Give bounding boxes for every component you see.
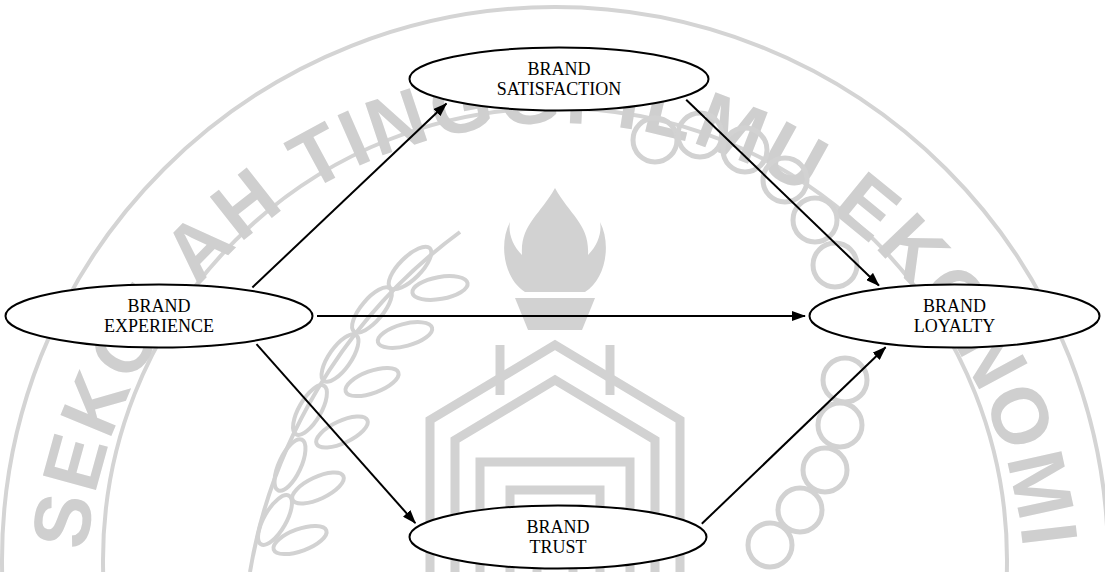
watermark-text: SEKOLAH TINGGI ILMU EKONOMI	[15, 50, 1095, 553]
ellipse-shape	[410, 48, 709, 111]
arrow-connector	[686, 100, 879, 286]
brand-ellipse: BRAND LOYALTY	[808, 283, 1101, 349]
node-label: BRAND EXPERIENCE	[104, 296, 214, 336]
node-text-group: BRAND LOYALTY	[914, 296, 995, 336]
ellipse-shape	[6, 285, 313, 348]
brand-ellipse: BRAND SATISFACTION	[408, 46, 710, 112]
node-label: BRAND TRUST	[526, 517, 589, 557]
watermark-text: SEKOLAH TINGGI ILMU EKONOMI	[15, 50, 1095, 553]
node-text-group: BRAND TRUST	[526, 517, 589, 557]
arrow-connector	[317, 315, 805, 317]
cotton-emblem	[633, 113, 867, 567]
arrow-connector	[257, 344, 416, 523]
node-text-group: BRAND SATISFACTION	[497, 59, 622, 99]
ellipse-shape	[410, 506, 707, 569]
node-text-group: BRAND EXPERIENCE	[104, 296, 214, 336]
watermark-ring	[2, 7, 1105, 572]
torch-emblem	[504, 188, 606, 330]
arrow-connector	[702, 347, 886, 524]
node-label: BRAND LOYALTY	[914, 296, 995, 336]
node-label: BRAND SATISFACTION	[497, 59, 622, 99]
arrow-connector	[252, 104, 446, 288]
brand-ellipse: BRAND EXPERIENCE	[4, 283, 314, 349]
brand-ellipse: BRAND TRUST	[408, 504, 708, 570]
ellipse-shape	[810, 285, 1100, 348]
